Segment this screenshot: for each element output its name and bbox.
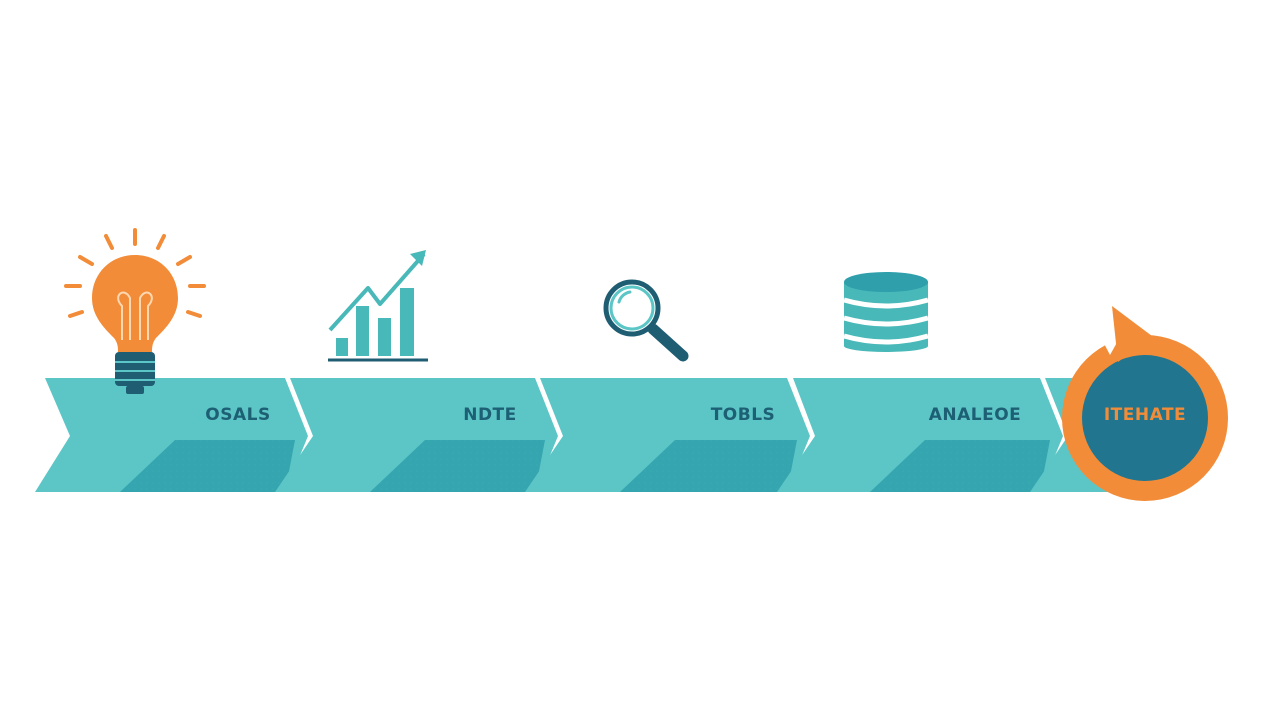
step-2-label: NDTE: [463, 405, 517, 425]
magnifier-icon: [603, 279, 689, 362]
growth-chart-icon: [328, 250, 428, 362]
database-icon: [843, 272, 929, 352]
chevron-step-4: ANALEOE: [777, 378, 1063, 492]
step-3-label: TOBLS: [711, 405, 776, 425]
step-1-label: OSALS: [205, 405, 270, 425]
chevron-step-1: OSALS: [35, 378, 308, 492]
cycle-arrow-icon: ITEHATE: [1062, 306, 1228, 501]
chevron-step-3: TOBLS: [525, 378, 810, 492]
lightbulb-icon: [64, 228, 206, 394]
step-5-label: ITEHATE: [1104, 405, 1186, 425]
chevron-step-2: NDTE: [275, 378, 558, 492]
step-4-label: ANALEOE: [929, 405, 1022, 425]
